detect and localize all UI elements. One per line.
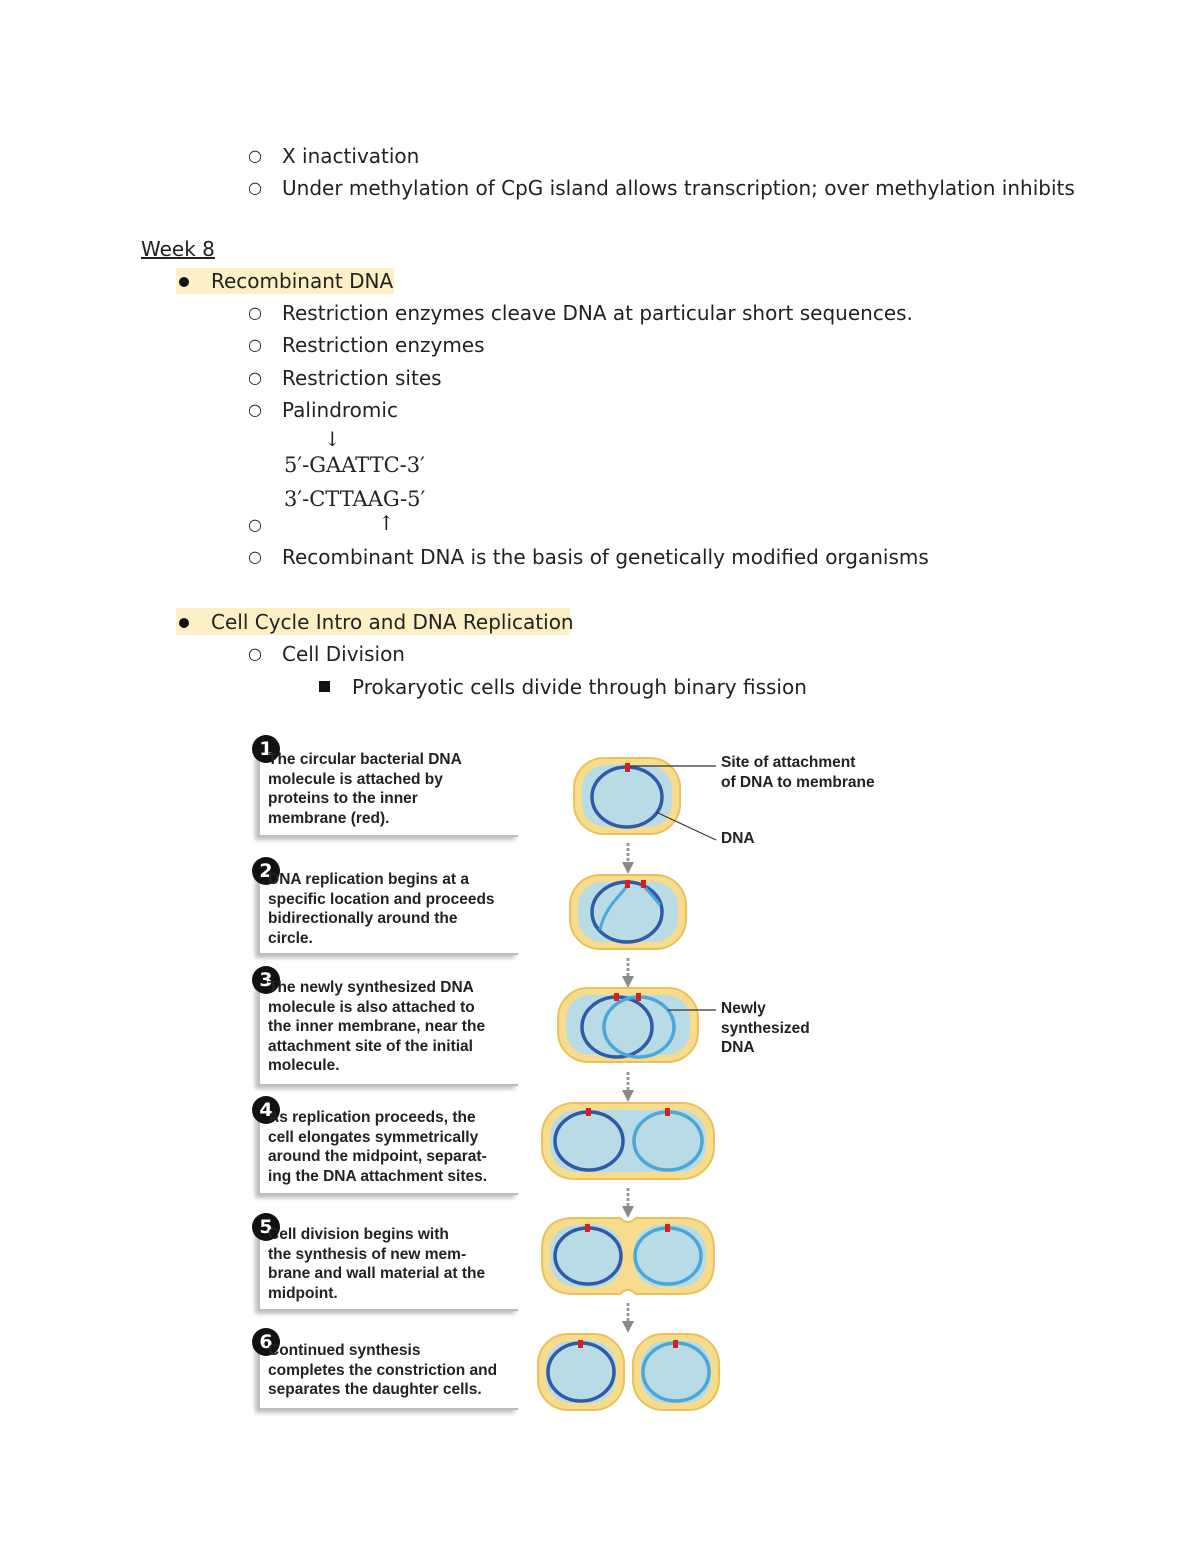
attachment-protein-icon bbox=[625, 880, 630, 888]
attachment-protein-icon bbox=[636, 993, 641, 1001]
cell-stage-2 bbox=[570, 875, 686, 949]
attachment-protein-icon bbox=[585, 1224, 590, 1232]
cell-stage-6 bbox=[538, 1334, 719, 1410]
attachment-protein-icon bbox=[625, 763, 630, 772]
label-attachment-site: Site of attachment of DNA to membrane bbox=[721, 753, 875, 792]
attachment-protein-icon bbox=[586, 1108, 591, 1116]
cell-stage-1 bbox=[574, 758, 716, 840]
label-newly-synthesized-dna: Newly synthesized DNA bbox=[721, 999, 810, 1058]
attachment-protein-icon bbox=[673, 1340, 678, 1348]
label-dna: DNA bbox=[721, 829, 755, 849]
cell-stage-4 bbox=[542, 1103, 714, 1179]
cell-stage-5 bbox=[542, 1218, 714, 1294]
cell-stage-3 bbox=[558, 988, 716, 1062]
attachment-protein-icon bbox=[578, 1340, 583, 1348]
attachment-protein-icon bbox=[614, 993, 619, 1001]
attachment-protein-icon bbox=[641, 880, 646, 888]
attachment-protein-icon bbox=[665, 1224, 670, 1232]
attachment-protein-icon bbox=[665, 1108, 670, 1116]
